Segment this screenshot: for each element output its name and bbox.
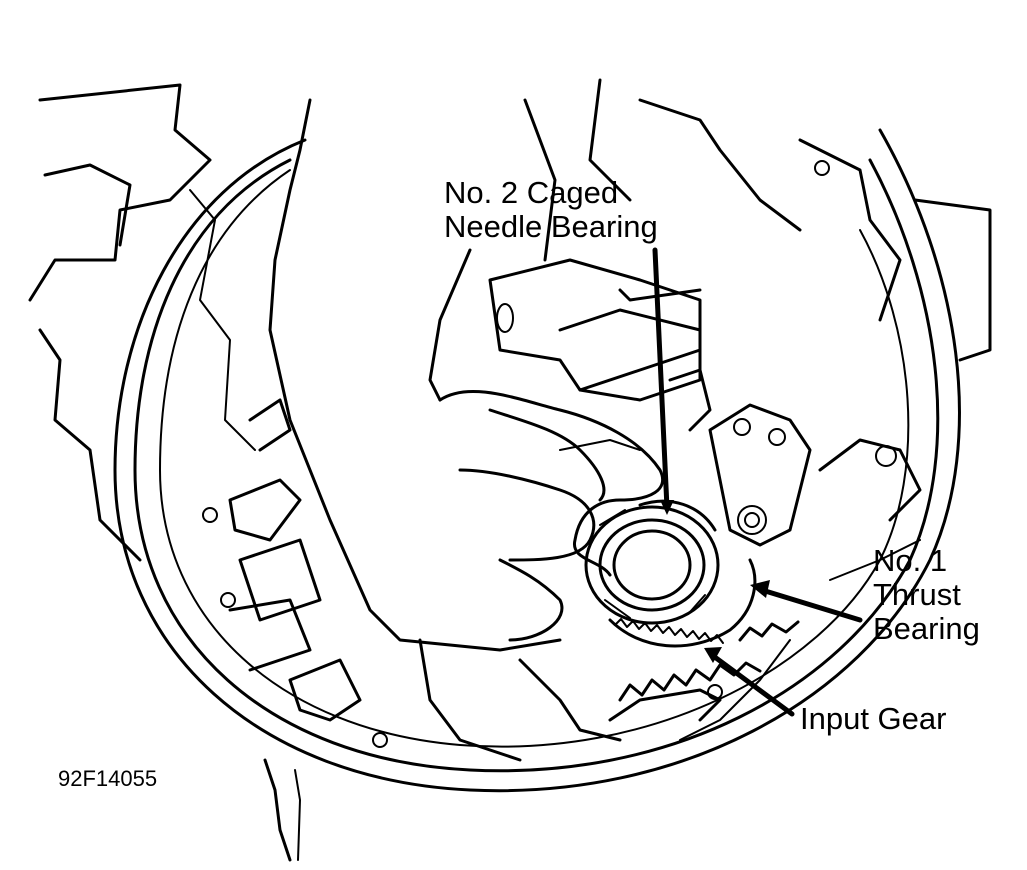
needle-bearing-arrowhead: [660, 500, 674, 515]
lower-housing: [418, 539, 921, 762]
needle-bearing-label-line1: No. 2 Caged: [444, 175, 619, 210]
needle-bearing: [584, 499, 720, 625]
input-gear-arrowhead: [704, 647, 722, 663]
left-internal-blocks: [202, 398, 388, 748]
left-housing: [28, 83, 301, 862]
input-gear: [608, 558, 800, 722]
thrust-bearing-leader: [759, 587, 863, 623]
needle-bearing-label-line2: Needle Bearing: [444, 209, 658, 244]
upper-structure: [268, 78, 992, 652]
mounting-plate: [708, 403, 922, 547]
thrust-bearing-arrowhead: [750, 580, 770, 598]
hand: [438, 389, 664, 642]
figure-code: 92F14055: [58, 766, 158, 791]
input-gear-label: Input Gear: [800, 701, 947, 736]
needle-bearing-leader: [652, 247, 670, 511]
thrust-bearing-label-line2: Thrust: [873, 577, 961, 612]
leader-lines: [652, 247, 863, 717]
valve-body: [488, 258, 712, 432]
thrust-bearing-label-line3: Bearing: [873, 611, 980, 646]
input-gear-leader: [709, 652, 795, 717]
housing-rings: [113, 128, 961, 793]
thrust-bearing-label-line1: No. 1: [873, 543, 948, 578]
